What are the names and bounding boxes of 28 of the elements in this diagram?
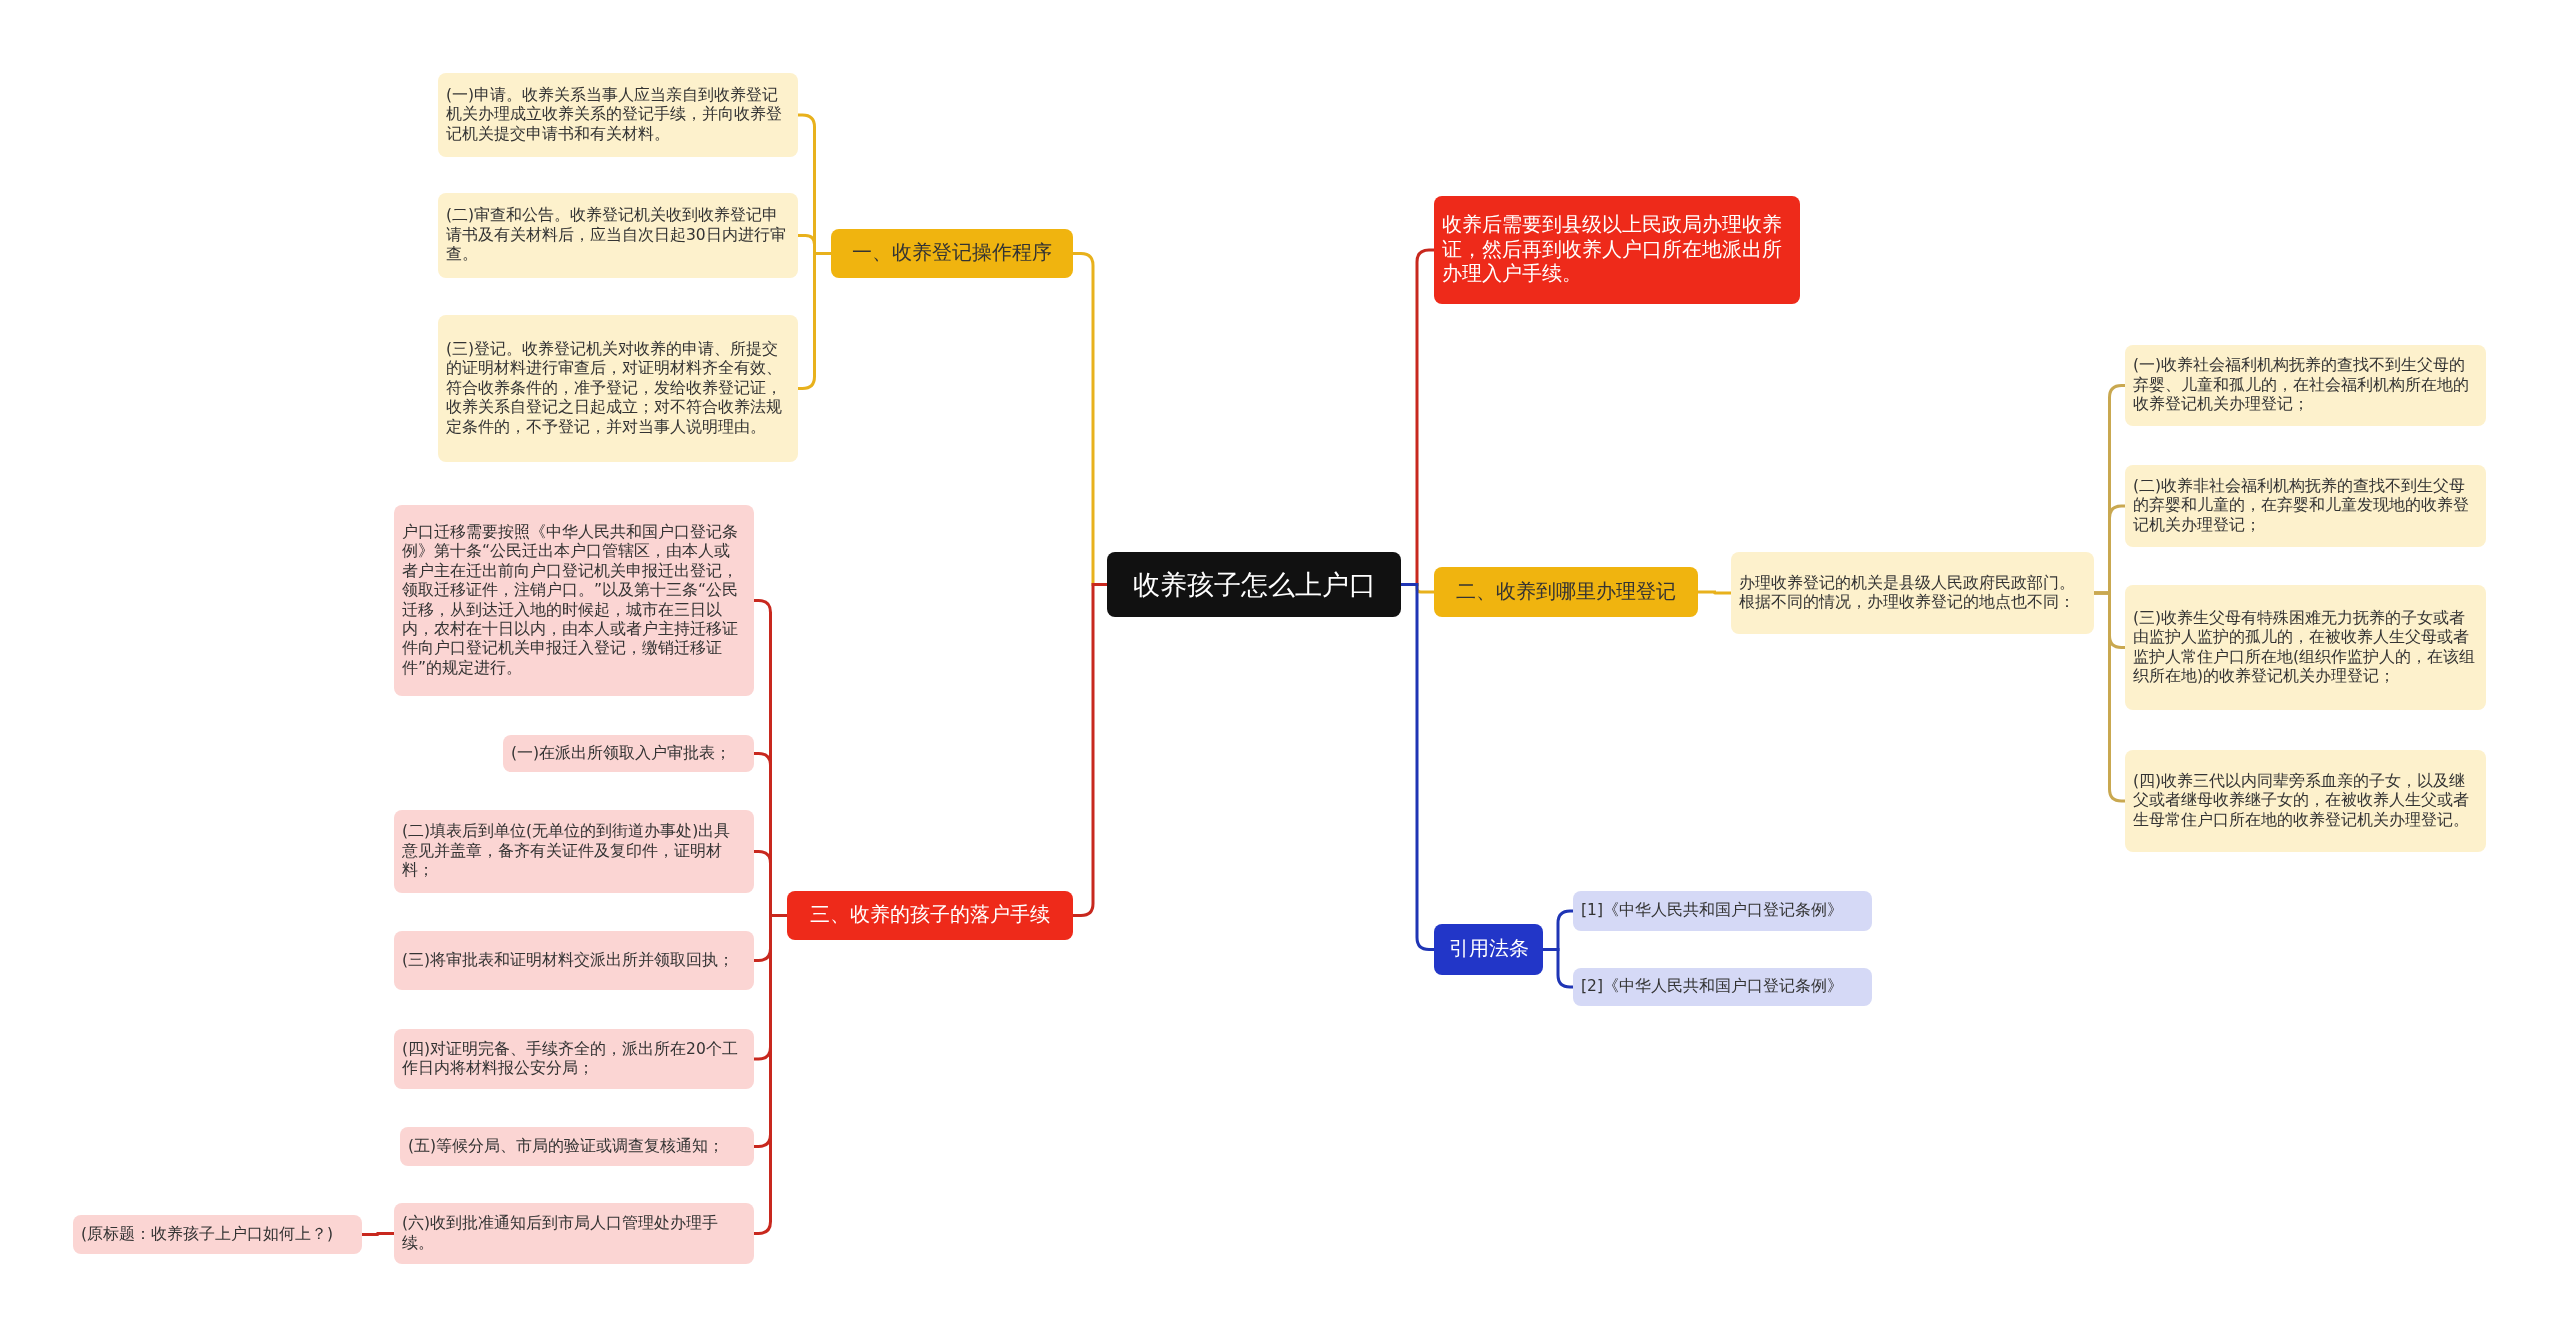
subtopic-box: (一)收养社会福利机构抚养的查找不到生父母的弃婴、儿童和孤儿的，在社会福利机构所在地的收养登记机关办理登记； <box>2125 345 2486 426</box>
root-topic-box: 收养孩子怎么上户口 <box>1107 552 1401 617</box>
subtopic-box: (一)在派出所领取入户审批表； <box>503 735 754 772</box>
connector-line <box>362 1232 394 1236</box>
subtopic-box: (三)收养生父母有特殊困难无力抚养的子女或者由监护人监护的孤儿的，在被收养人生父母或者监护人常住户口所在地(组织作监护人的，在该组织所在地)的收养登记机关办理登记； <box>2125 585 2486 710</box>
branch-topic-box: 引用法条 <box>1434 924 1543 975</box>
branch-topic-box: 三、收养的孩子的落户手续 <box>787 891 1073 940</box>
subtopic-box: (六)收到批准通知后到市局人口管理处办理手续。 <box>394 1203 754 1264</box>
subtopic-box: (原标题：收养孩子上户口如何上？) <box>73 1215 362 1254</box>
subtopic-box: (二)审查和公告。收养登记机关收到收养登记申请书及有关材料后，应当自次日起30日内进行审查。 <box>438 193 798 278</box>
subtopic-box: (四)对证明完备、手续齐全的，派出所在20个工作日内将材料报公安分局； <box>394 1029 754 1089</box>
subtopic-box: (二)填表后到单位(无单位的到街道办事处)出具意见并盖章，备齐有关证件及复印件，证明材料； <box>394 810 754 893</box>
subtopic-box: [2]《中华人民共和国户口登记条例》 <box>1573 968 1872 1006</box>
subtopic-box: 户口迁移需要按照《中华人民共和国户口登记条例》第十条“公民迁出本户口管辖区，由本人或者户主在迁出前向户口登记机关申报迁出登记，领取迁移证件，注销户口。”以及第十三条“公民迁移，从到达迁入地的时候起，城市在三日以内，农村在十日以内，由本人或者户主持迁移证件向户口登记机关申报迁入登记，缴销迁移证件”的规定进行。 <box>394 505 754 696</box>
connector-line <box>1698 590 1731 595</box>
connector-line <box>1073 583 1107 917</box>
subtopic-box: [1]《中华人民共和国户口登记条例》 <box>1573 891 1872 931</box>
subtopic-box: (一)申请。收养关系当事人应当亲自到收养登记机关办理成立收养关系的登记手续，并向收养登记机关提交申请书和有关材料。 <box>438 73 798 157</box>
subtopic-box: (四)收养三代以内同辈旁系血亲的子女，以及继父或者继母收养继子女的，在被收养人生父或者生母常住户口所在地的收养登记机关办理登记。 <box>2125 750 2486 852</box>
subtopic-box: (三)登记。收养登记机关对收养的申请、所提交的证明材料进行审查后，对证明材料齐全有效、符合收养条件的，准予登记，发给收养登记证，收养关系自登记之日起成立；对不符合收养法规定条件的，不予登记，并对当事人说明理由。 <box>438 315 798 462</box>
subtopic-box: (五)等候分局、市局的验证或调查复核通知； <box>400 1127 754 1166</box>
subtopic-box: 办理收养登记的机关是县级人民政府民政部门。根据不同的情况，办理收养登记的地点也不同： <box>1731 552 2094 634</box>
branch-topic-box: 收养后需要到县级以上民政局办理收养证，然后再到收养人户口所在地派出所办理入户手续。 <box>1434 196 1800 304</box>
branch-topic-box: 一、收养登记操作程序 <box>831 229 1073 278</box>
subtopic-box: (二)收养非社会福利机构抚养的查找不到生父母的弃婴和儿童的，在弃婴和儿童发现地的收养登记机关办理登记； <box>2125 465 2486 547</box>
connector-line <box>1543 948 1573 989</box>
subtopic-box: (三)将审批表和证明材料交派出所并领取回执； <box>394 931 754 990</box>
branch-topic-box: 二、收养到哪里办理登记 <box>1434 567 1698 617</box>
